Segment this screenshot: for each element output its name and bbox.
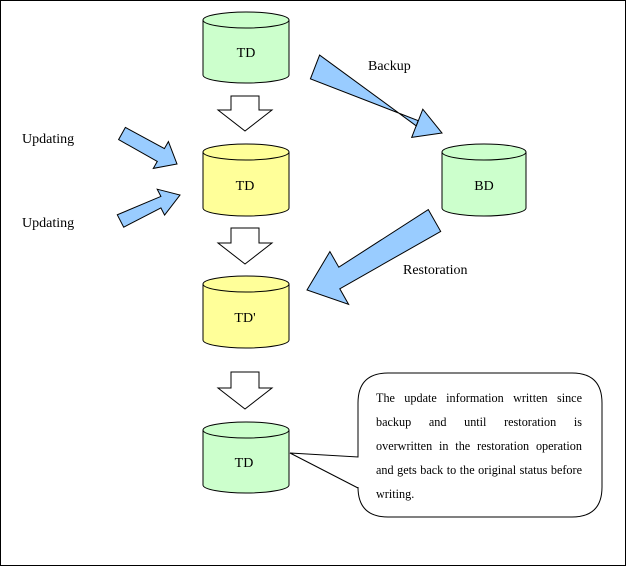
backup-label: Backup xyxy=(368,59,411,74)
cylinder-td-updating-label: TD xyxy=(236,179,255,194)
cylinder-td-updating: TD xyxy=(202,143,290,217)
updating-arrow-2 xyxy=(116,188,181,228)
cylinder-td-top-label: TD xyxy=(237,46,256,61)
cylinder-td-top: TD xyxy=(202,11,290,84)
down-arrow-2 xyxy=(216,227,274,265)
updating-arrow-1 xyxy=(117,126,178,170)
down-arrow-3 xyxy=(216,371,274,410)
cylinder-td-bottom: TD xyxy=(202,421,290,494)
callout-text: The update information written since bac… xyxy=(376,391,582,501)
down-arrow-1 xyxy=(216,95,274,132)
restoration-label: Restoration xyxy=(403,263,468,278)
backup-arrow xyxy=(309,54,443,139)
callout-bubble xyxy=(289,372,603,518)
cylinder-td-prime-label: TD' xyxy=(234,311,255,326)
updating-label-2: Updating xyxy=(22,216,74,231)
cylinder-bd: BD xyxy=(441,143,527,217)
cylinder-bd-label: BD xyxy=(474,179,493,194)
restoration-arrow xyxy=(306,208,442,306)
updating-label-1: Updating xyxy=(22,132,74,147)
cylinder-td-bottom-label: TD xyxy=(235,456,254,471)
cylinder-td-prime: TD' xyxy=(202,275,290,349)
